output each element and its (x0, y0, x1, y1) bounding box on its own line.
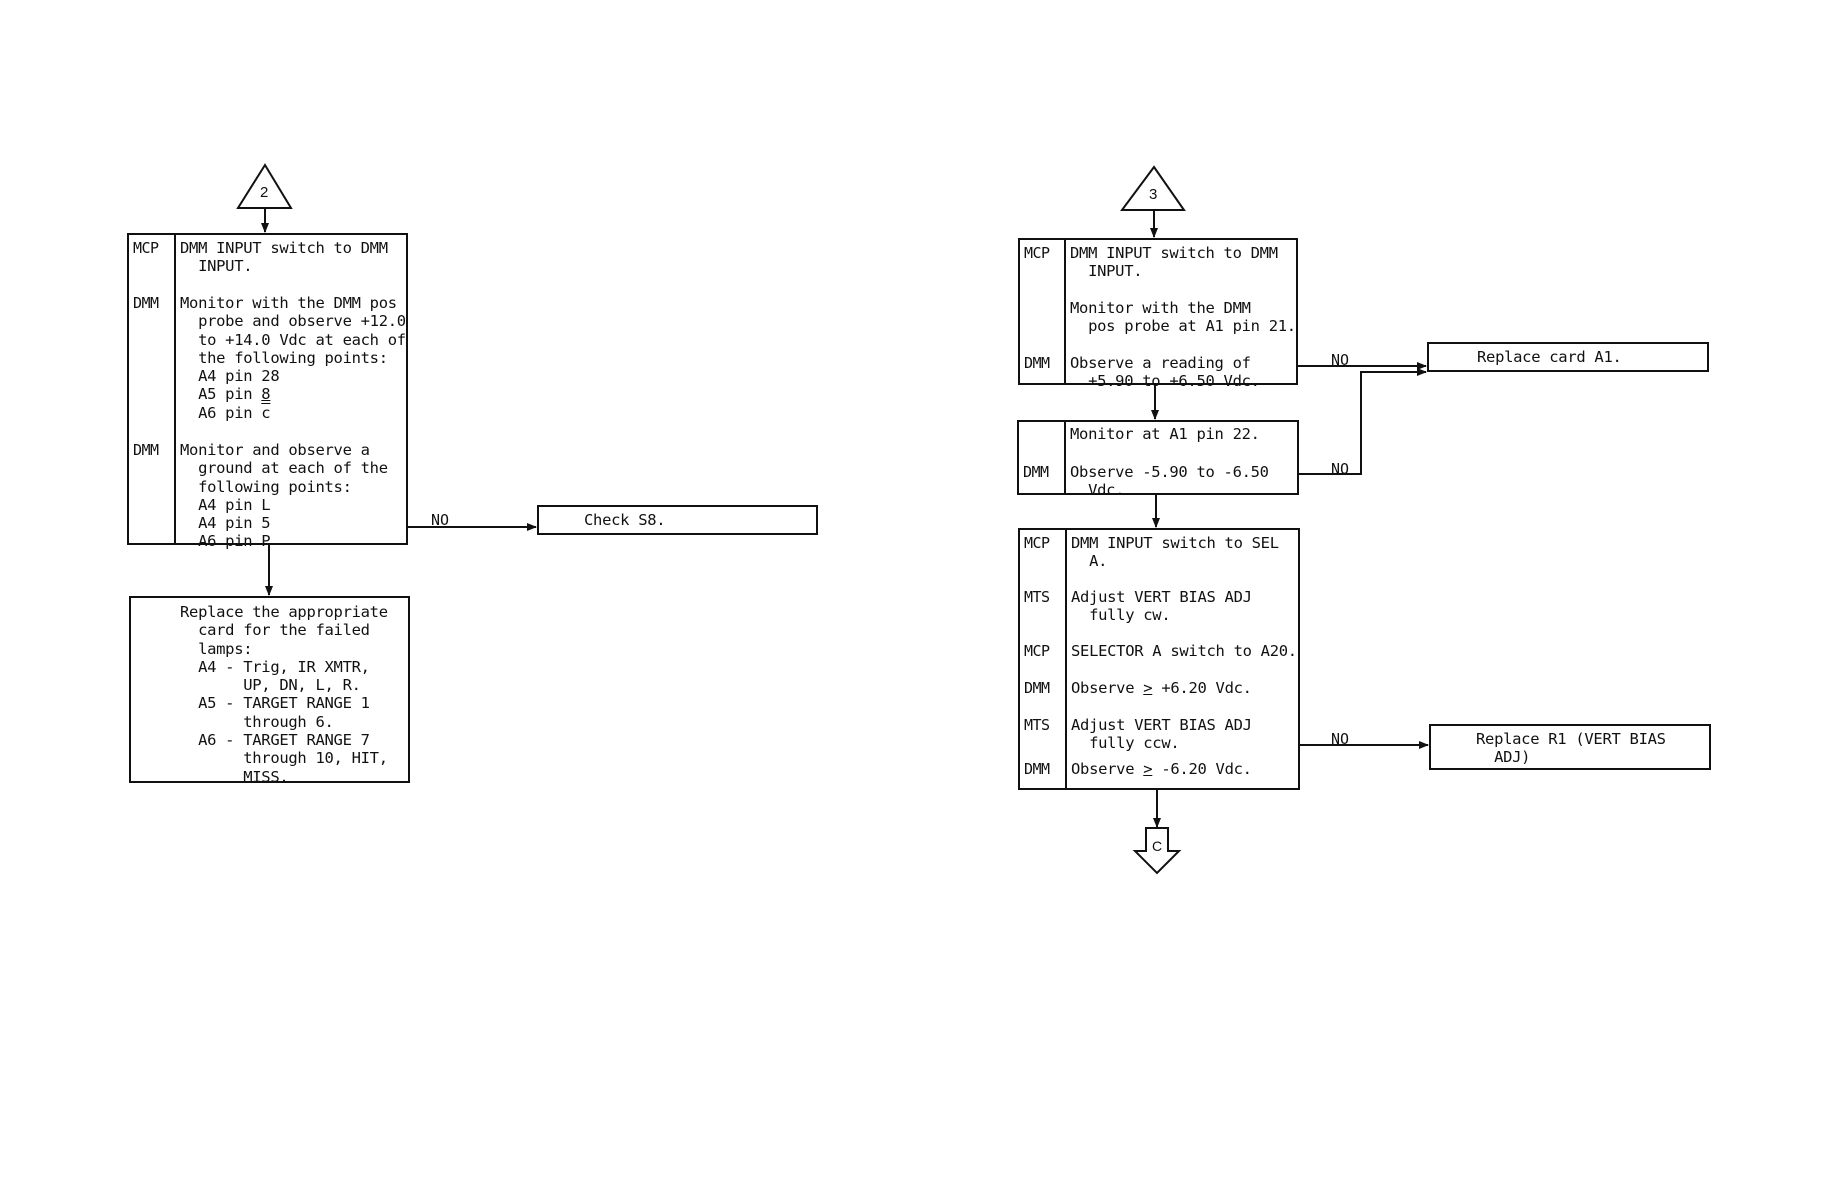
right-step2-box: Monitor at A1 pin 22. DMM Observe -5.90 … (1017, 420, 1299, 499)
step-instruction: Monitor at A1 pin 22. (1070, 425, 1260, 443)
step-tag: MTS (1024, 716, 1050, 734)
step-tag: MCP (133, 239, 159, 257)
step-instruction: DMM INPUT switch to SEL A. (1071, 534, 1279, 571)
step-tag: MCP (1024, 244, 1050, 262)
column-divider (174, 235, 176, 543)
step-tag: DMM (1024, 760, 1050, 778)
step-tag: DMM (133, 441, 159, 459)
step-instruction: Adjust VERT BIAS ADJ fully ccw. (1071, 716, 1252, 753)
arrow-no-replace-a1-2 (1298, 368, 1427, 475)
right-step1-box: MCP DMM INPUT switch to DMM INPUT. Monit… (1018, 238, 1298, 390)
step-instruction: Observe a reading of +5.90 to +6.50 Vdc. (1070, 354, 1260, 391)
step-instruction: Observe -5.90 to -6.50 Vdc. (1070, 463, 1269, 500)
no-label-left: NO (431, 511, 450, 529)
no-label-right-2: NO (1331, 460, 1350, 478)
right-step3-box: MCP DMM INPUT switch to SEL A. MTS Adjus… (1018, 528, 1300, 790)
action-text: Check S8. (584, 511, 666, 529)
no-label-right-3: NO (1331, 730, 1350, 748)
step-instruction: SELECTOR A switch to A20. (1071, 642, 1297, 660)
step-instruction: Monitor and observe a ground at each of … (180, 441, 388, 551)
step-instruction: Monitor with the DMM pos probe and obser… (180, 294, 406, 422)
step-tag: DMM (1024, 354, 1050, 372)
step-instruction: Observe > +6.20 Vdc. (1071, 679, 1252, 697)
left-step2-box: Replace the appropriate card for the fai… (129, 596, 410, 786)
step-instruction: Observe > -6.20 Vdc. (1071, 760, 1252, 778)
left-step1-box: MCP DMM INPUT switch to DMM INPUT. DMM M… (127, 233, 408, 550)
action-text: Replace card A1. (1477, 348, 1622, 366)
column-divider (1065, 530, 1067, 788)
replace-card-a1-box: Replace card A1. (1427, 342, 1709, 372)
check-s8-box: Check S8. (537, 505, 818, 535)
connector-3-label: 3 (1149, 186, 1158, 203)
step-tag: MCP (1024, 534, 1050, 552)
action-text: Replace R1 (VERT BIAS ADJ) (1476, 730, 1666, 767)
step-tag: DMM (133, 294, 159, 312)
offpage-connector-c-arrow (1132, 827, 1182, 875)
replace-r1-box: Replace R1 (VERT BIAS ADJ) (1429, 724, 1711, 770)
step-tag: DMM (1023, 463, 1049, 481)
step-instruction: DMM INPUT switch to DMM INPUT. (180, 239, 388, 276)
step-tag: MTS (1024, 588, 1050, 606)
step-instruction: Adjust VERT BIAS ADJ fully cw. (1071, 588, 1252, 625)
connector-c-label: C (1152, 838, 1163, 854)
connector-2-label: 2 (260, 184, 269, 201)
step-tag: DMM (1024, 679, 1050, 697)
column-divider (1064, 422, 1066, 493)
column-divider (1064, 240, 1066, 383)
step-instruction: Monitor with the DMM pos probe at A1 pin… (1070, 299, 1296, 336)
step-tag: MCP (1024, 642, 1050, 660)
no-label-right-1: NO (1331, 351, 1350, 369)
step-instruction: DMM INPUT switch to DMM INPUT. (1070, 244, 1278, 281)
step-instruction: Replace the appropriate card for the fai… (180, 603, 388, 786)
